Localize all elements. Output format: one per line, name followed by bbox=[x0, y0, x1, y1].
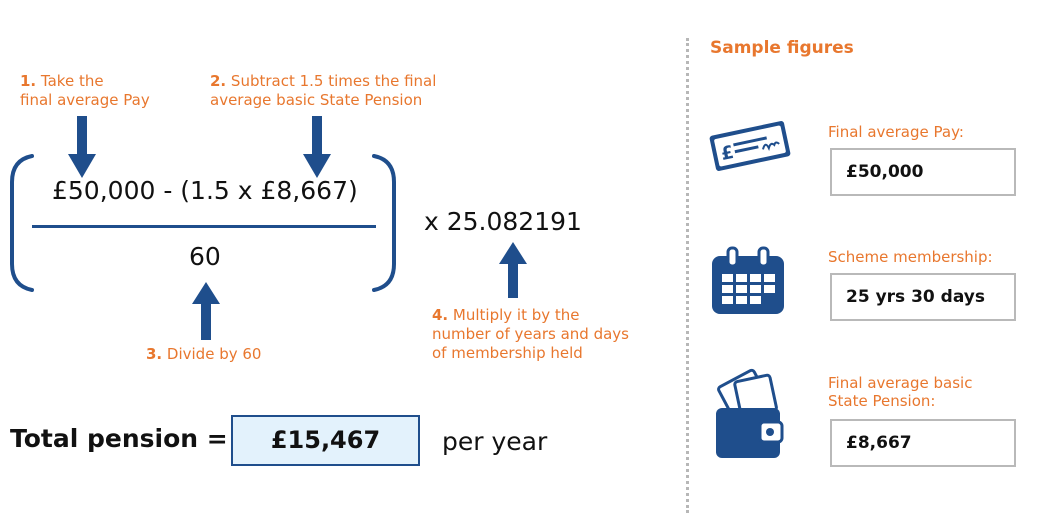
step3-text: Divide by 60 bbox=[166, 345, 262, 363]
right-bracket-icon bbox=[372, 154, 396, 292]
step2-number: 2. bbox=[210, 72, 227, 90]
fraction-bar bbox=[32, 225, 376, 228]
step1-line1: Take the bbox=[40, 72, 104, 90]
sidebar-title: Sample figures bbox=[710, 38, 854, 58]
step3-number: 3. bbox=[146, 345, 163, 363]
sidebar-item-state-pension-label: Final average basic State Pension: bbox=[828, 374, 972, 410]
step2-arrow-icon bbox=[303, 116, 331, 178]
step1-arrow-icon bbox=[68, 116, 96, 178]
formula-denominator: 60 bbox=[189, 242, 221, 271]
step4-arrow-icon bbox=[499, 242, 527, 298]
step4-line2: number of years and days bbox=[432, 325, 629, 343]
step1-number: 1. bbox=[20, 72, 37, 90]
step1-line2: final average Pay bbox=[20, 91, 150, 109]
total-label: Total pension = bbox=[10, 424, 228, 453]
sidebar-item-membership-value: 25 yrs 30 days bbox=[830, 273, 1016, 321]
sidebar-item-state-pension-label-line2: State Pension: bbox=[828, 392, 936, 410]
total-suffix: per year bbox=[442, 427, 548, 456]
cheque-icon: £ bbox=[709, 121, 791, 171]
sidebar-item-state-pension-label-line1: Final average basic bbox=[828, 374, 973, 392]
step4-line3: of membership held bbox=[432, 344, 583, 362]
calendar-icon bbox=[712, 246, 784, 314]
left-bracket-icon bbox=[10, 154, 34, 292]
step4-caption: 4. Multiply it by the number of years an… bbox=[432, 306, 629, 363]
step4-number: 4. bbox=[432, 306, 449, 324]
sidebar-item-state-pension-value: £8,667 bbox=[830, 419, 1016, 467]
step3-arrow-icon bbox=[192, 282, 220, 340]
step4-line1: Multiply it by the bbox=[452, 306, 580, 324]
total-value-box: £15,467 bbox=[231, 415, 420, 466]
dotted-divider bbox=[686, 38, 689, 513]
sidebar-item-pay-label: Final average Pay: bbox=[828, 123, 964, 141]
sidebar-item-membership-label: Scheme membership: bbox=[828, 248, 993, 266]
formula-numerator: £50,000 - (1.5 x £8,667) bbox=[52, 176, 358, 205]
wallet-icon: £ bbox=[716, 368, 784, 458]
step1-caption: 1. Take the final average Pay bbox=[20, 72, 150, 110]
step2-caption: 2. Subtract 1.5 times the final average … bbox=[210, 72, 436, 110]
svg-text:£: £ bbox=[719, 142, 736, 165]
step2-line1: Subtract 1.5 times the final bbox=[230, 72, 437, 90]
formula-multiplier: x 25.082191 bbox=[424, 207, 582, 236]
step2-line2: average basic State Pension bbox=[210, 91, 423, 109]
step3-caption: 3. Divide by 60 bbox=[146, 345, 261, 364]
sidebar-item-pay-value: £50,000 bbox=[830, 148, 1016, 196]
